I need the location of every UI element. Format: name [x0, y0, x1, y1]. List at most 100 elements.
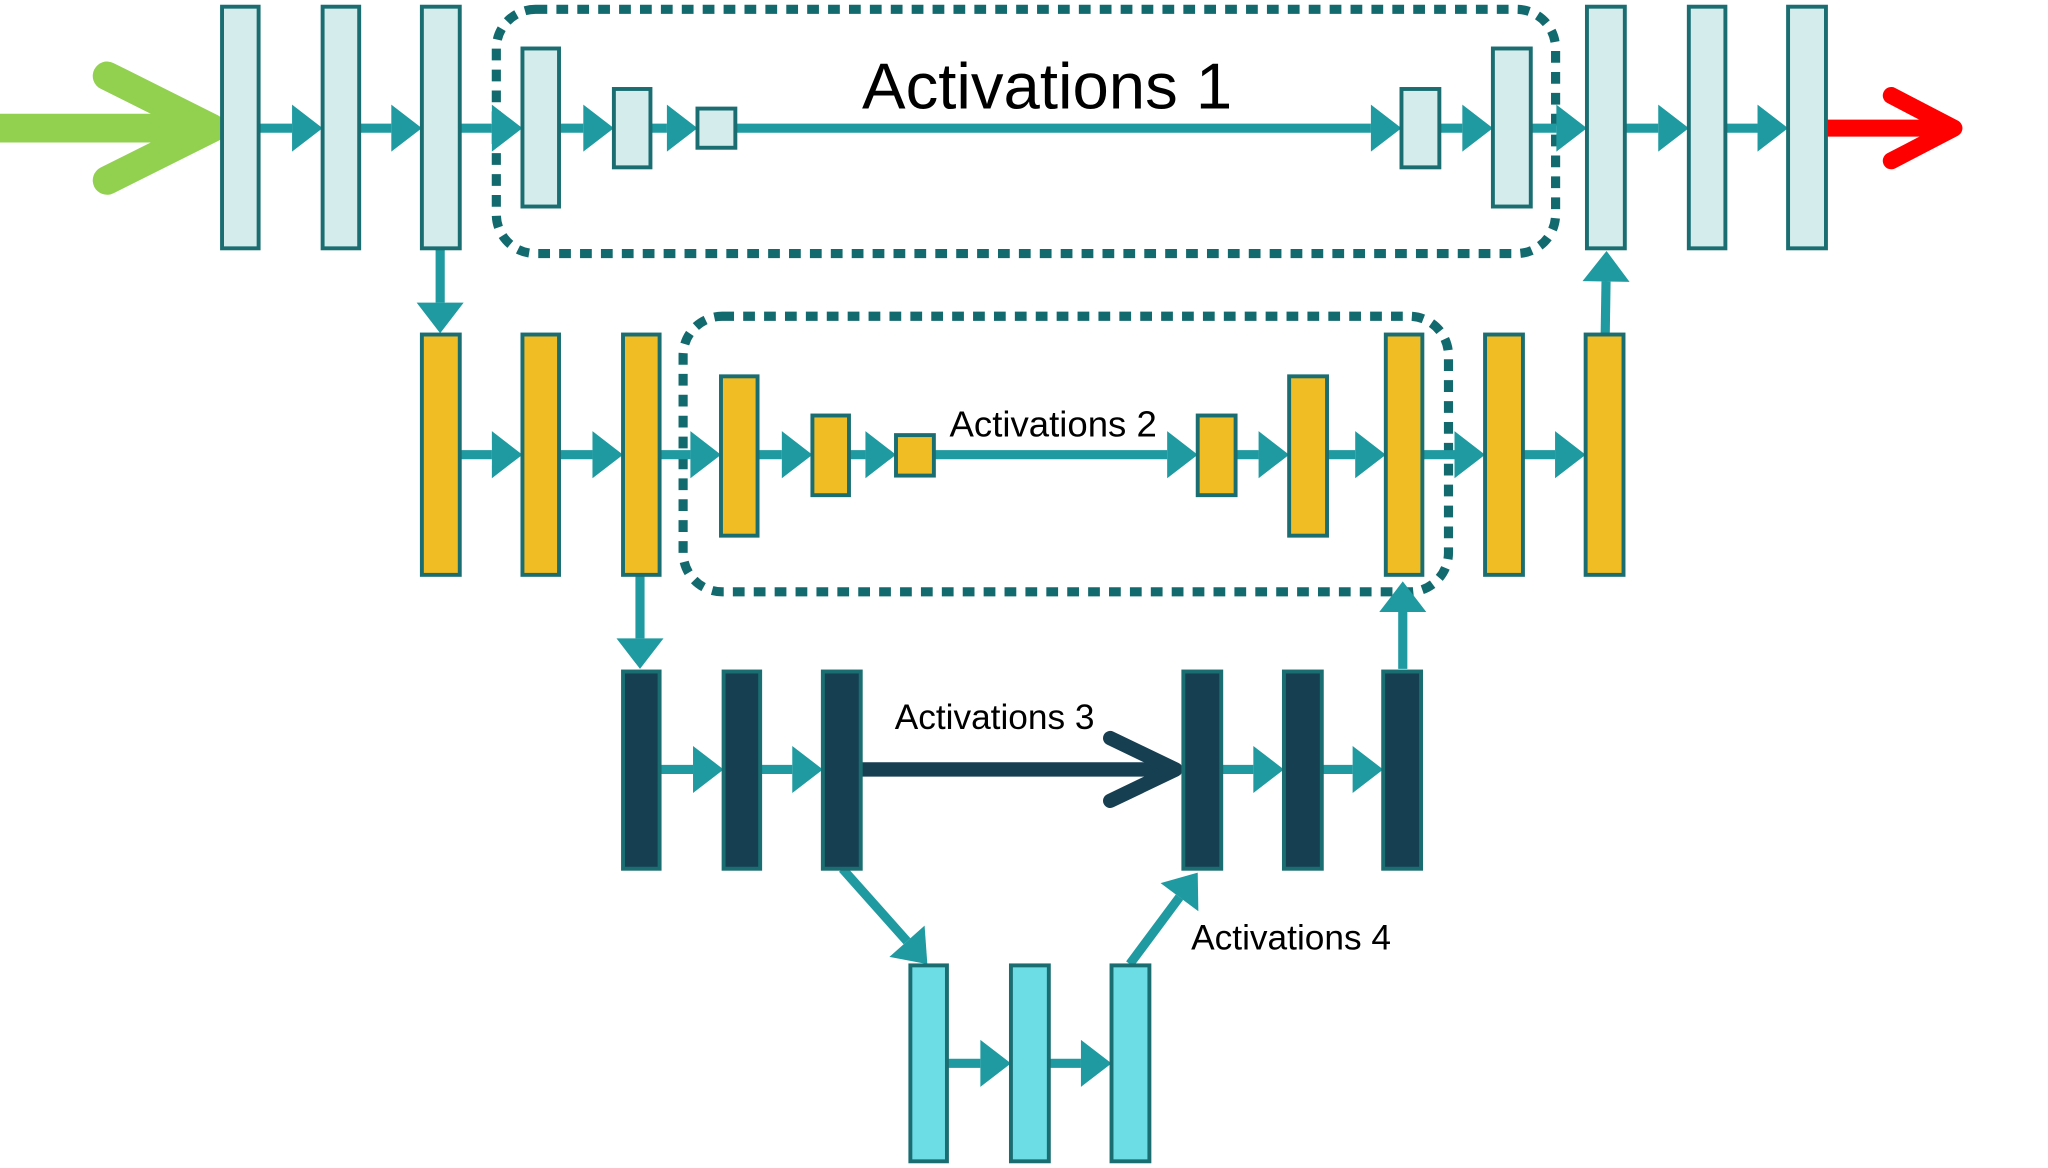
feature-map-level-2 [621, 332, 662, 577]
arrow-head [1658, 104, 1689, 152]
feature-map-level-2 [1287, 374, 1329, 538]
feature-map-level-3 [1181, 669, 1224, 871]
downsample-arrow [839, 865, 928, 965]
feature-map-level-1 [611, 87, 653, 170]
arrow-head [583, 104, 614, 152]
feature-map-level-4 [1109, 963, 1152, 1164]
arrow-head [292, 104, 323, 152]
upsample-arrow [1582, 250, 1630, 334]
forward-arrow [1530, 104, 1587, 152]
feature-map-level-2 [1195, 413, 1238, 498]
feature-map-level-3 [820, 669, 863, 871]
feature-map-level-2 [894, 433, 936, 478]
feature-map-level-2 [1583, 332, 1626, 577]
arrow-head [1253, 745, 1284, 793]
forward-arrow [1048, 1039, 1112, 1087]
forward-arrow [1522, 431, 1586, 479]
feature-map-level-1 [320, 4, 362, 251]
arrow-head [889, 925, 928, 965]
arrow-head [980, 1039, 1011, 1087]
feature-map-level-3 [721, 669, 763, 871]
arrow-head [1352, 745, 1384, 793]
arrow-head [491, 104, 523, 152]
arrow-head [690, 431, 721, 479]
arrow-head [1454, 431, 1486, 479]
arrow-head [1258, 431, 1290, 479]
chevron-right-icon [1103, 730, 1183, 808]
output-arrow [1825, 87, 1963, 170]
forward-arrow [258, 104, 323, 152]
forward-arrow [760, 745, 823, 793]
forward-arrow [559, 431, 624, 479]
chevron-right-icon [1882, 87, 1963, 170]
feature-map-level-4 [1008, 963, 1051, 1164]
forward-arrow [559, 104, 614, 152]
feature-map-level-3 [1281, 669, 1324, 871]
arrow-head [1556, 104, 1587, 152]
forward-arrow [1439, 104, 1493, 152]
label-activations-4: Activations 4 [1191, 919, 1391, 958]
feature-map-level-1 [419, 4, 462, 251]
downsample-arrow [416, 248, 464, 334]
arrow-head [1757, 104, 1789, 152]
upsample-arrow [1126, 872, 1199, 967]
forward-arrow [735, 104, 1402, 152]
feature-map-level-2 [719, 374, 760, 538]
feature-map-level-3 [1381, 669, 1424, 871]
feature-map-level-1 [1399, 87, 1442, 170]
dashed-region-activations-1 [491, 4, 1561, 259]
arrow-head [391, 104, 422, 152]
skip-connection-arrow [860, 730, 1183, 808]
feature-map-level-1 [1686, 4, 1728, 251]
forward-arrow [946, 1039, 1011, 1087]
feature-map-level-2 [1383, 332, 1425, 577]
chevron-right-icon [92, 61, 226, 195]
feature-map-level-3 [621, 669, 662, 871]
label-activations-1: Activations 1 [862, 50, 1232, 123]
forward-arrow [650, 104, 698, 152]
arrow-head [491, 431, 523, 479]
forward-arrow [933, 431, 1198, 479]
feature-map-level-1 [220, 4, 261, 251]
arrow-head [792, 745, 823, 793]
forward-arrow [848, 431, 896, 479]
feature-map-level-4 [908, 963, 949, 1164]
upsample-arrow [1379, 581, 1427, 669]
feature-map-level-1 [520, 46, 561, 209]
forward-arrow [459, 431, 523, 479]
arrow-shaft [1126, 894, 1184, 967]
arrow-head [1462, 104, 1493, 152]
arrow-head [781, 431, 813, 479]
arrow-head [416, 302, 464, 334]
forward-arrow [1624, 104, 1689, 152]
forward-arrow [659, 745, 724, 793]
forward-arrow [1725, 104, 1789, 152]
feature-map-level-1 [695, 106, 738, 150]
forward-arrow [1321, 745, 1384, 793]
forward-arrow [459, 104, 523, 152]
feature-map-level-1 [1584, 4, 1627, 251]
arrow-head [1080, 1039, 1112, 1087]
forward-arrow [659, 431, 721, 479]
arrow-head [592, 431, 624, 479]
arrow-head [666, 104, 698, 152]
arrow-head [1370, 104, 1402, 152]
forward-arrow [757, 431, 813, 479]
arrow-head [1379, 581, 1427, 612]
forward-arrow [1327, 431, 1386, 479]
forward-arrow [1221, 745, 1284, 793]
feature-map-level-2 [810, 413, 851, 498]
arrow-shaft [1600, 281, 1611, 334]
forward-arrow [1422, 431, 1486, 479]
feature-map-level-2 [419, 332, 462, 577]
arrow-head [616, 638, 664, 669]
feature-map-level-1 [1490, 46, 1533, 209]
label-activations-2: Activations 2 [950, 403, 1157, 444]
arrow-shaft [839, 865, 911, 945]
input-arrow [0, 61, 226, 195]
arrow-head [865, 431, 896, 479]
forward-arrow [359, 104, 422, 152]
feature-map-level-1 [1786, 4, 1828, 251]
arrow-head [1160, 872, 1199, 912]
arrow-head [693, 745, 724, 793]
